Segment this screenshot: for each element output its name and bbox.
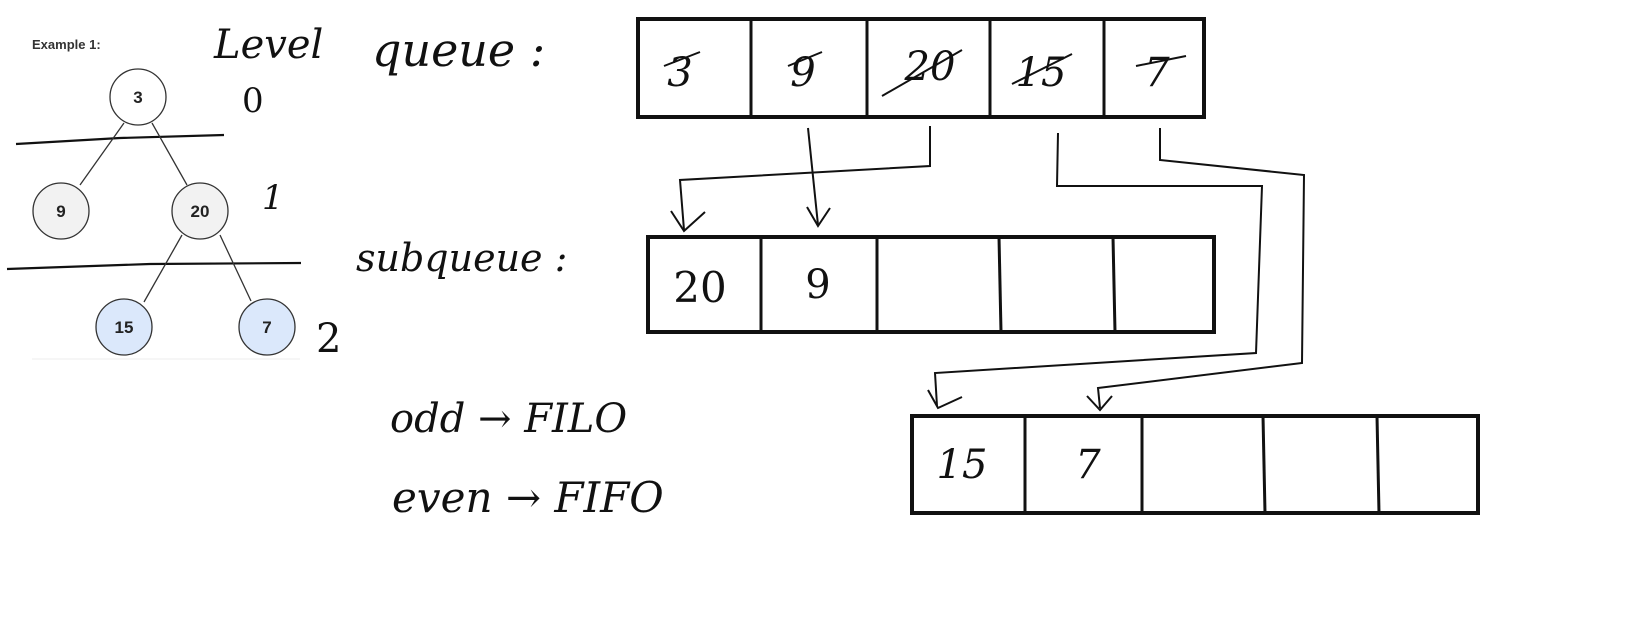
- level2-queue-divider: [1375, 415, 1381, 514]
- tree-node-9-value: 9: [56, 202, 65, 221]
- tree-node-7-value: 7: [262, 318, 271, 337]
- tree-node-7: 7: [238, 298, 296, 356]
- tree-node-20-circle: [171, 182, 229, 240]
- arrowhead: [670, 210, 706, 233]
- tree-node-3-circle: [109, 68, 167, 126]
- rule-odd: odd → FILO: [390, 396, 627, 442]
- tree-node-7-circle: [238, 298, 296, 356]
- tree-node-15: 15: [95, 298, 153, 356]
- edge-20-15: [143, 234, 183, 303]
- subqueue-label: subqueue :: [356, 236, 567, 280]
- tree-node-15-circle: [95, 298, 153, 356]
- strike-mark: [663, 51, 701, 67]
- tree-node-3: 3: [109, 68, 167, 126]
- level-separator-1: [15, 133, 225, 146]
- arrowhead: [1086, 395, 1113, 412]
- arrowhead: [927, 389, 963, 410]
- rule-even: even → FIFO: [392, 473, 664, 522]
- arrow-15-to-level2: [933, 132, 1264, 407]
- queue-box: 3 9 20 15 7: [636, 17, 1206, 119]
- subqueue-cell-0: 20: [673, 263, 726, 312]
- tree-node-9: 9: [32, 182, 90, 240]
- arrows: [670, 126, 1306, 412]
- level2-queue-cell-0: 15: [937, 442, 988, 488]
- queue-cell-3: 15: [1016, 50, 1067, 96]
- level-0-label: 0: [242, 81, 264, 121]
- level2-queue-divider: [1261, 415, 1267, 514]
- level2-queue-cell-1: 7: [1075, 442, 1101, 488]
- edge-20-7: [219, 234, 252, 302]
- queue-cell-1: 9: [790, 50, 815, 96]
- subqueue-cell-1: 9: [805, 262, 830, 308]
- queue-label: queue :: [372, 23, 545, 77]
- example-title: Example 1:: [32, 37, 101, 52]
- queue-cell-2: 20: [904, 44, 956, 90]
- tree-node-3-value: 3: [133, 88, 142, 107]
- arrow-20-to-subqueue: [678, 126, 931, 231]
- tree-node-20-value: 20: [191, 202, 210, 221]
- arrow-9-to-subqueue: [807, 127, 819, 226]
- level-1-label: 1: [262, 178, 284, 218]
- tree-node-9-circle: [32, 182, 90, 240]
- strike-mark: [1011, 53, 1073, 85]
- subqueue-frame: [646, 235, 1216, 334]
- strike-mark: [1135, 55, 1187, 67]
- level2-queue-box: 15 7: [910, 414, 1480, 515]
- arrow-7-to-level2: [1096, 128, 1306, 409]
- subqueue-box: 20 9: [646, 235, 1216, 334]
- arrowhead: [806, 206, 831, 228]
- level-separator-2: [6, 261, 302, 271]
- strike-mark: [787, 51, 823, 67]
- level-header: Level: [213, 22, 323, 68]
- level-2-label: 2: [316, 316, 341, 362]
- tree-node-20: 20: [171, 182, 229, 240]
- edge-3-20: [151, 122, 188, 186]
- tree-node-15-value: 15: [115, 318, 134, 337]
- queue-cell-0: 3: [667, 50, 692, 96]
- subqueue-divider: [1111, 236, 1117, 333]
- queue-cell-4: 7: [1144, 50, 1170, 96]
- level2-queue-frame: [910, 414, 1480, 515]
- subqueue-divider: [997, 236, 1003, 333]
- strike-mark: [881, 49, 963, 97]
- edge-3-9: [79, 122, 125, 186]
- queue-frame: [636, 17, 1206, 119]
